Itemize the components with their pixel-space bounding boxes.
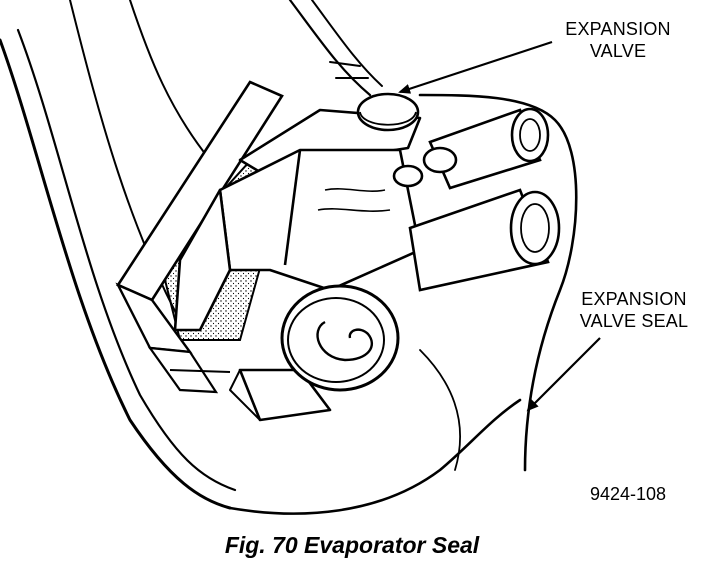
expansion-valve-label-line1: EXPANSION: [565, 19, 671, 39]
expansion-valve-arrow: [398, 40, 553, 94]
valve-end-cap: [280, 284, 400, 392]
expansion-valve-dome: [356, 92, 420, 132]
expansion-valve-label-line2: VALVE: [589, 41, 647, 61]
valve-seal-arrow: [526, 337, 601, 412]
refrigerant-tubes: [392, 107, 561, 292]
expansion-valve-seal-label: EXPANSION VALVE SEAL: [566, 288, 702, 332]
housing-outline: [0, 0, 578, 515]
valve-seal-label-line1: EXPANSION: [581, 289, 687, 309]
expansion-valve-label: EXPANSION VALVE: [548, 18, 688, 62]
expansion-valve-body: [173, 108, 422, 422]
figure-code: 9424-108: [590, 484, 667, 504]
figure-caption: Fig. 70 Evaporator Seal: [224, 532, 480, 558]
valve-seal-label-line2: VALVE SEAL: [579, 311, 689, 331]
